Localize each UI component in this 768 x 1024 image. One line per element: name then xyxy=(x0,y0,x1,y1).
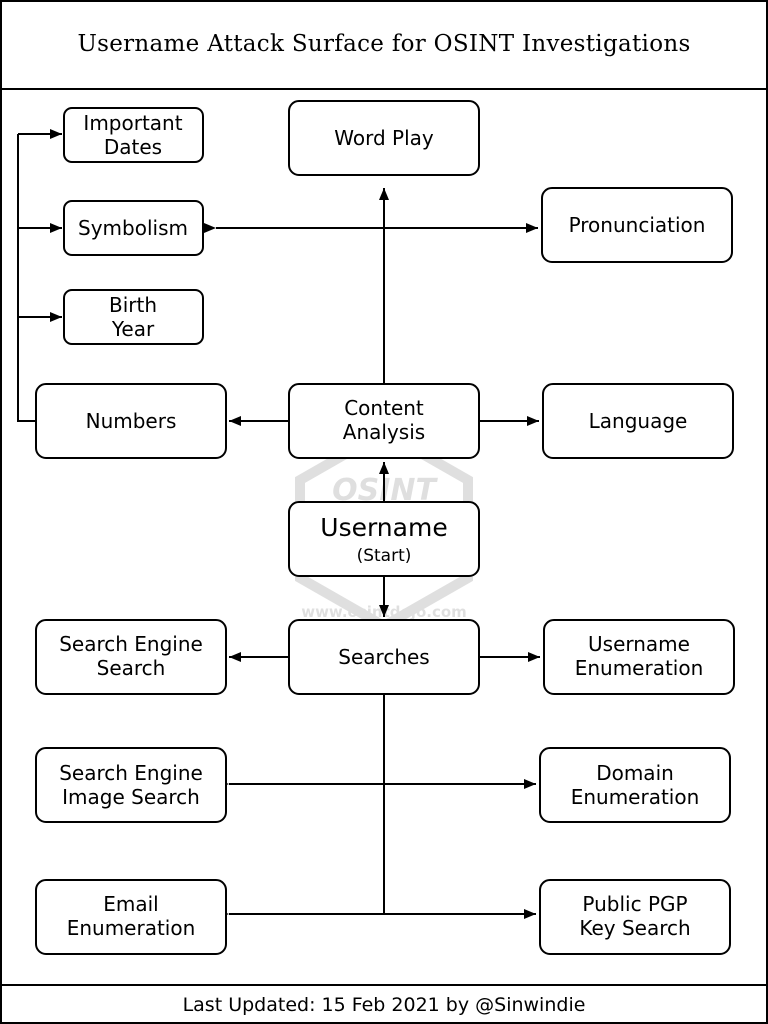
node-pronunciation: Pronunciation xyxy=(541,187,733,263)
node-label-line: Language xyxy=(589,409,688,433)
node-numbers: Numbers xyxy=(35,383,227,459)
svg-text:Searches: Searches xyxy=(338,645,429,669)
node-label-line: Image Search xyxy=(62,785,200,809)
node-label-line: Pronunciation xyxy=(569,213,706,237)
node-label-line: Numbers xyxy=(86,409,177,433)
diagram-title: Username Attack Surface for OSINT Invest… xyxy=(77,31,691,57)
node-label-line: Enumeration xyxy=(571,785,700,809)
last-updated-footer: Last Updated: 15 Feb 2021 by @Sinwindie xyxy=(182,994,586,1016)
svg-text:Pronunciation: Pronunciation xyxy=(569,213,706,237)
node-label-line: Birth xyxy=(109,293,157,317)
node-word-play: Word Play xyxy=(288,100,480,176)
node-label-line: Public PGP xyxy=(582,892,687,916)
svg-text:Numbers: Numbers xyxy=(86,409,177,433)
node-label-line: Enumeration xyxy=(575,656,704,680)
node-label-line: Username xyxy=(588,632,690,656)
title-bar: Username Attack Surface for OSINT Invest… xyxy=(0,0,768,90)
node-label-line: (Start) xyxy=(357,546,412,566)
node-language: Language xyxy=(542,383,734,459)
node-label-line: Key Search xyxy=(579,916,690,940)
node-label-line: Dates xyxy=(104,135,162,159)
svg-text:Username(Start): Username (Start) xyxy=(320,513,447,566)
node-label-line: Email xyxy=(103,892,159,916)
node-label-line: Searches xyxy=(338,645,429,669)
footer-bar: Last Updated: 15 Feb 2021 by @Sinwindie xyxy=(0,984,768,1024)
node-label-line: Domain xyxy=(596,761,674,785)
node-label-line: Symbolism xyxy=(78,216,188,240)
node-label-line: Important xyxy=(83,111,182,135)
node-label-line: Search Engine xyxy=(59,632,203,656)
node-label-line: Content xyxy=(344,396,424,420)
svg-text:Word Play: Word Play xyxy=(334,126,434,150)
edges xyxy=(17,129,540,919)
node-label-line: Year xyxy=(111,317,155,341)
edge-numbers-bracket xyxy=(17,134,36,422)
node-label-line: Search Engine xyxy=(59,761,203,785)
node-label-line: Username xyxy=(320,513,447,542)
node-symbolism: Symbolism xyxy=(63,200,204,256)
svg-text:Symbolism: Symbolism xyxy=(78,216,188,240)
node-label-line: Search xyxy=(97,656,166,680)
node-label-line: Word Play xyxy=(334,126,434,150)
svg-text:Language: Language xyxy=(589,409,688,433)
node-searches: Searches xyxy=(288,619,480,695)
node-label-line: Enumeration xyxy=(67,916,196,940)
node-label-line: Analysis xyxy=(343,420,425,444)
node-username-start: Username (Start) xyxy=(288,501,480,577)
